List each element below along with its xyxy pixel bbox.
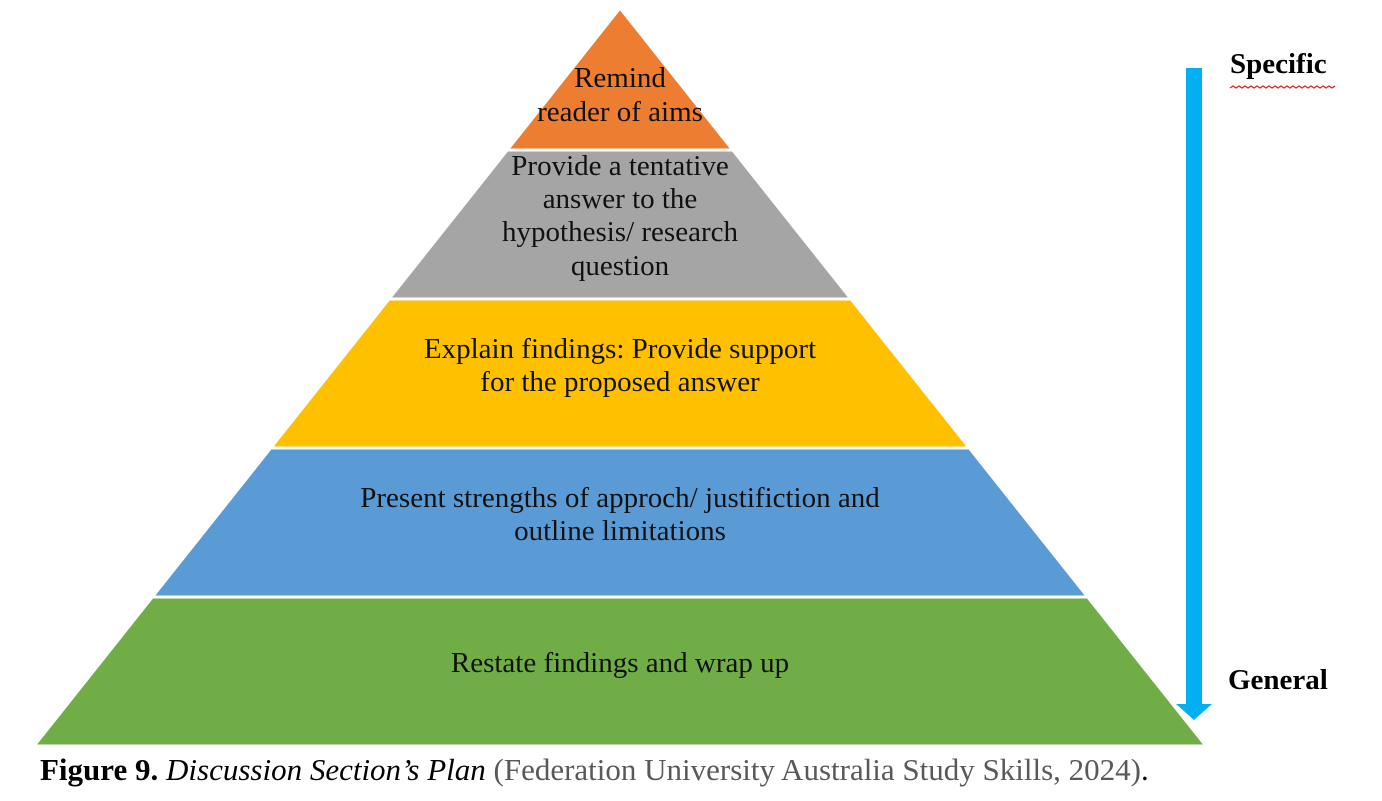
figure-title: Discussion Section’s Plan: [166, 752, 486, 787]
caption-period: .: [1141, 752, 1149, 787]
figure-caption: Figure 9. Discussion Section’s Plan (Fed…: [40, 752, 1149, 788]
arrow-head-icon: [1176, 704, 1212, 720]
pyramid-tier-label: Restate findings and wrap up: [451, 647, 789, 679]
arrow-shaft: [1186, 68, 1202, 706]
pyramid-tier-shape: [30, 595, 1210, 748]
general-label: General: [1228, 664, 1328, 696]
spellcheck-underline: [1229, 85, 1336, 89]
specificity-arrow: [1176, 68, 1212, 720]
pyramid-tier-4: Present strengths of approch/ justificti…: [149, 446, 1091, 599]
pyramid-tier-label: hypothesis/ research: [502, 216, 738, 248]
figure-source: (Federation University Australia Study S…: [493, 752, 1142, 787]
pyramid-tier-label: reader of aims: [537, 96, 703, 128]
pyramid-tier-label: for the proposed answer: [480, 366, 760, 398]
pyramid-tier-label: Present strengths of approch/ justificti…: [360, 482, 880, 514]
pyramid-tier-label: outline limitations: [514, 515, 726, 547]
pyramid-tier-label: answer to the: [543, 183, 698, 215]
pyramid-tier-label: Remind: [574, 62, 666, 94]
pyramid-tier-label: question: [571, 250, 670, 282]
pyramid-tier-5: Restate findings and wrap up: [30, 595, 1210, 748]
specific-label: Specific: [1230, 48, 1327, 80]
pyramid-tier-label: Provide a tentative: [511, 150, 728, 182]
figure-number: Figure 9.: [40, 752, 159, 787]
pyramid-tier-label: Explain findings: Provide support: [424, 333, 816, 365]
